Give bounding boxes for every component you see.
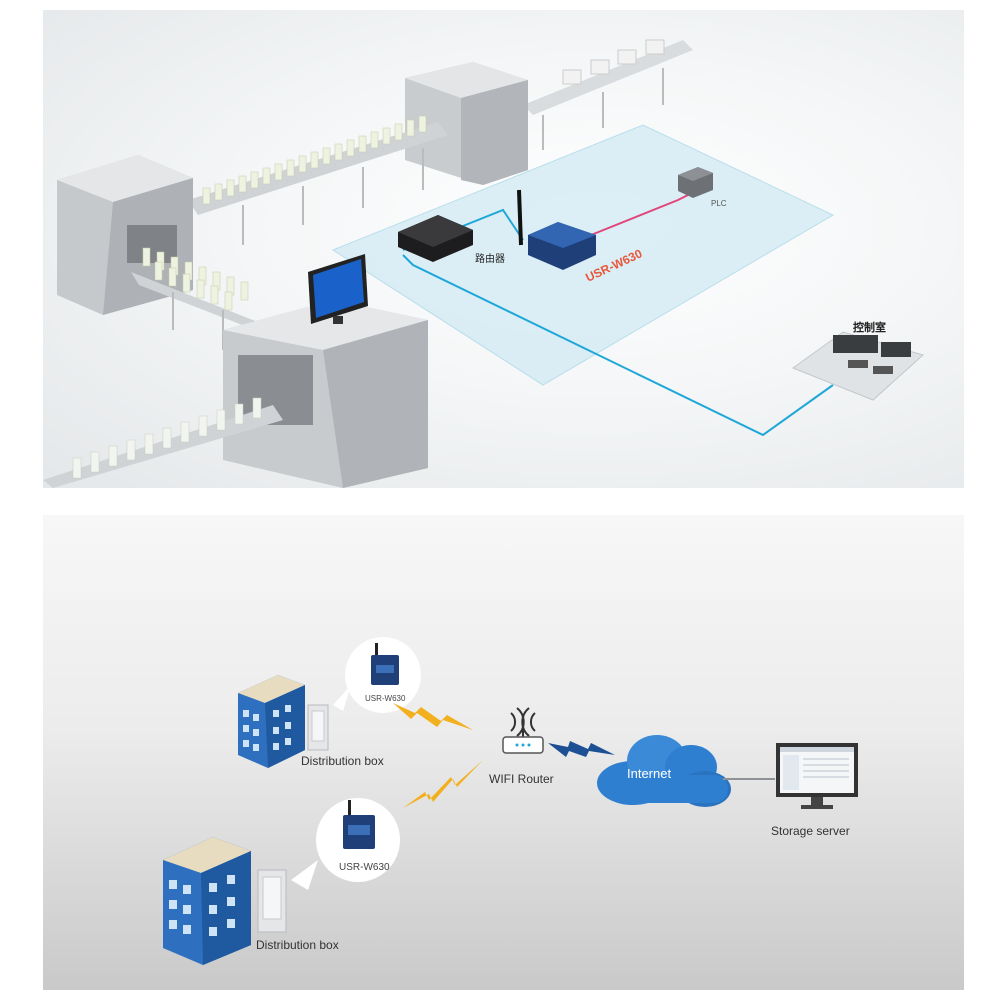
wifi-router-label: WIFI Router [489, 772, 554, 786]
control-room [791, 331, 925, 401]
internet-cloud-icon [597, 735, 731, 807]
router-label: 路由器 [475, 252, 505, 265]
device-label-1: USR-W630 [365, 694, 406, 703]
building-icon-1 [238, 675, 305, 768]
storage-server-label: Storage server [771, 824, 850, 838]
mid-conveyor [131, 247, 281, 350]
far-conveyor [523, 39, 693, 150]
antenna-icon [517, 189, 523, 246]
control-room-link-line [402, 254, 834, 437]
control-room-label: 控制室 [853, 320, 886, 334]
building-icon-2 [163, 837, 251, 965]
antenna-icon [375, 643, 378, 659]
device-bubble-2 [291, 798, 400, 890]
distribution-cabinet-2 [257, 869, 287, 933]
wireless-signal-2 [403, 760, 483, 808]
internet-label: Internet [627, 766, 671, 781]
factory-scene-panel: 路由器 USR-W630 PLC 控制室 [43, 10, 964, 488]
router-device [398, 215, 473, 262]
distribution-box-label-1: Distribution box [301, 754, 384, 768]
network-diagram: USR-W630 USR-W630 Distribution box Distr… [163, 637, 858, 965]
distribution-cabinet-1 [307, 704, 329, 751]
device-bubble-1 [333, 637, 421, 713]
wifi-router-icon [502, 707, 544, 754]
monitor [308, 254, 368, 324]
factory-scene-illustration: 路由器 USR-W630 PLC 控制室 [43, 39, 925, 488]
distribution-box-label-2: Distribution box [256, 938, 339, 952]
wireless-signal-3 [548, 741, 615, 757]
front-machine [223, 300, 428, 488]
upper-conveyor [188, 115, 448, 245]
front-conveyor [43, 397, 283, 488]
rear-machine [405, 62, 528, 185]
wireless-signal-1 [393, 703, 473, 730]
plc-device [678, 167, 713, 198]
antenna-icon [348, 800, 351, 820]
usr-w630-device [517, 189, 596, 270]
storage-server-icon [776, 743, 858, 809]
device-label-2: USR-W630 [339, 862, 390, 873]
plc-label: PLC [711, 199, 727, 208]
network-diagram-panel: USR-W630 USR-W630 Distribution box Distr… [43, 515, 964, 990]
